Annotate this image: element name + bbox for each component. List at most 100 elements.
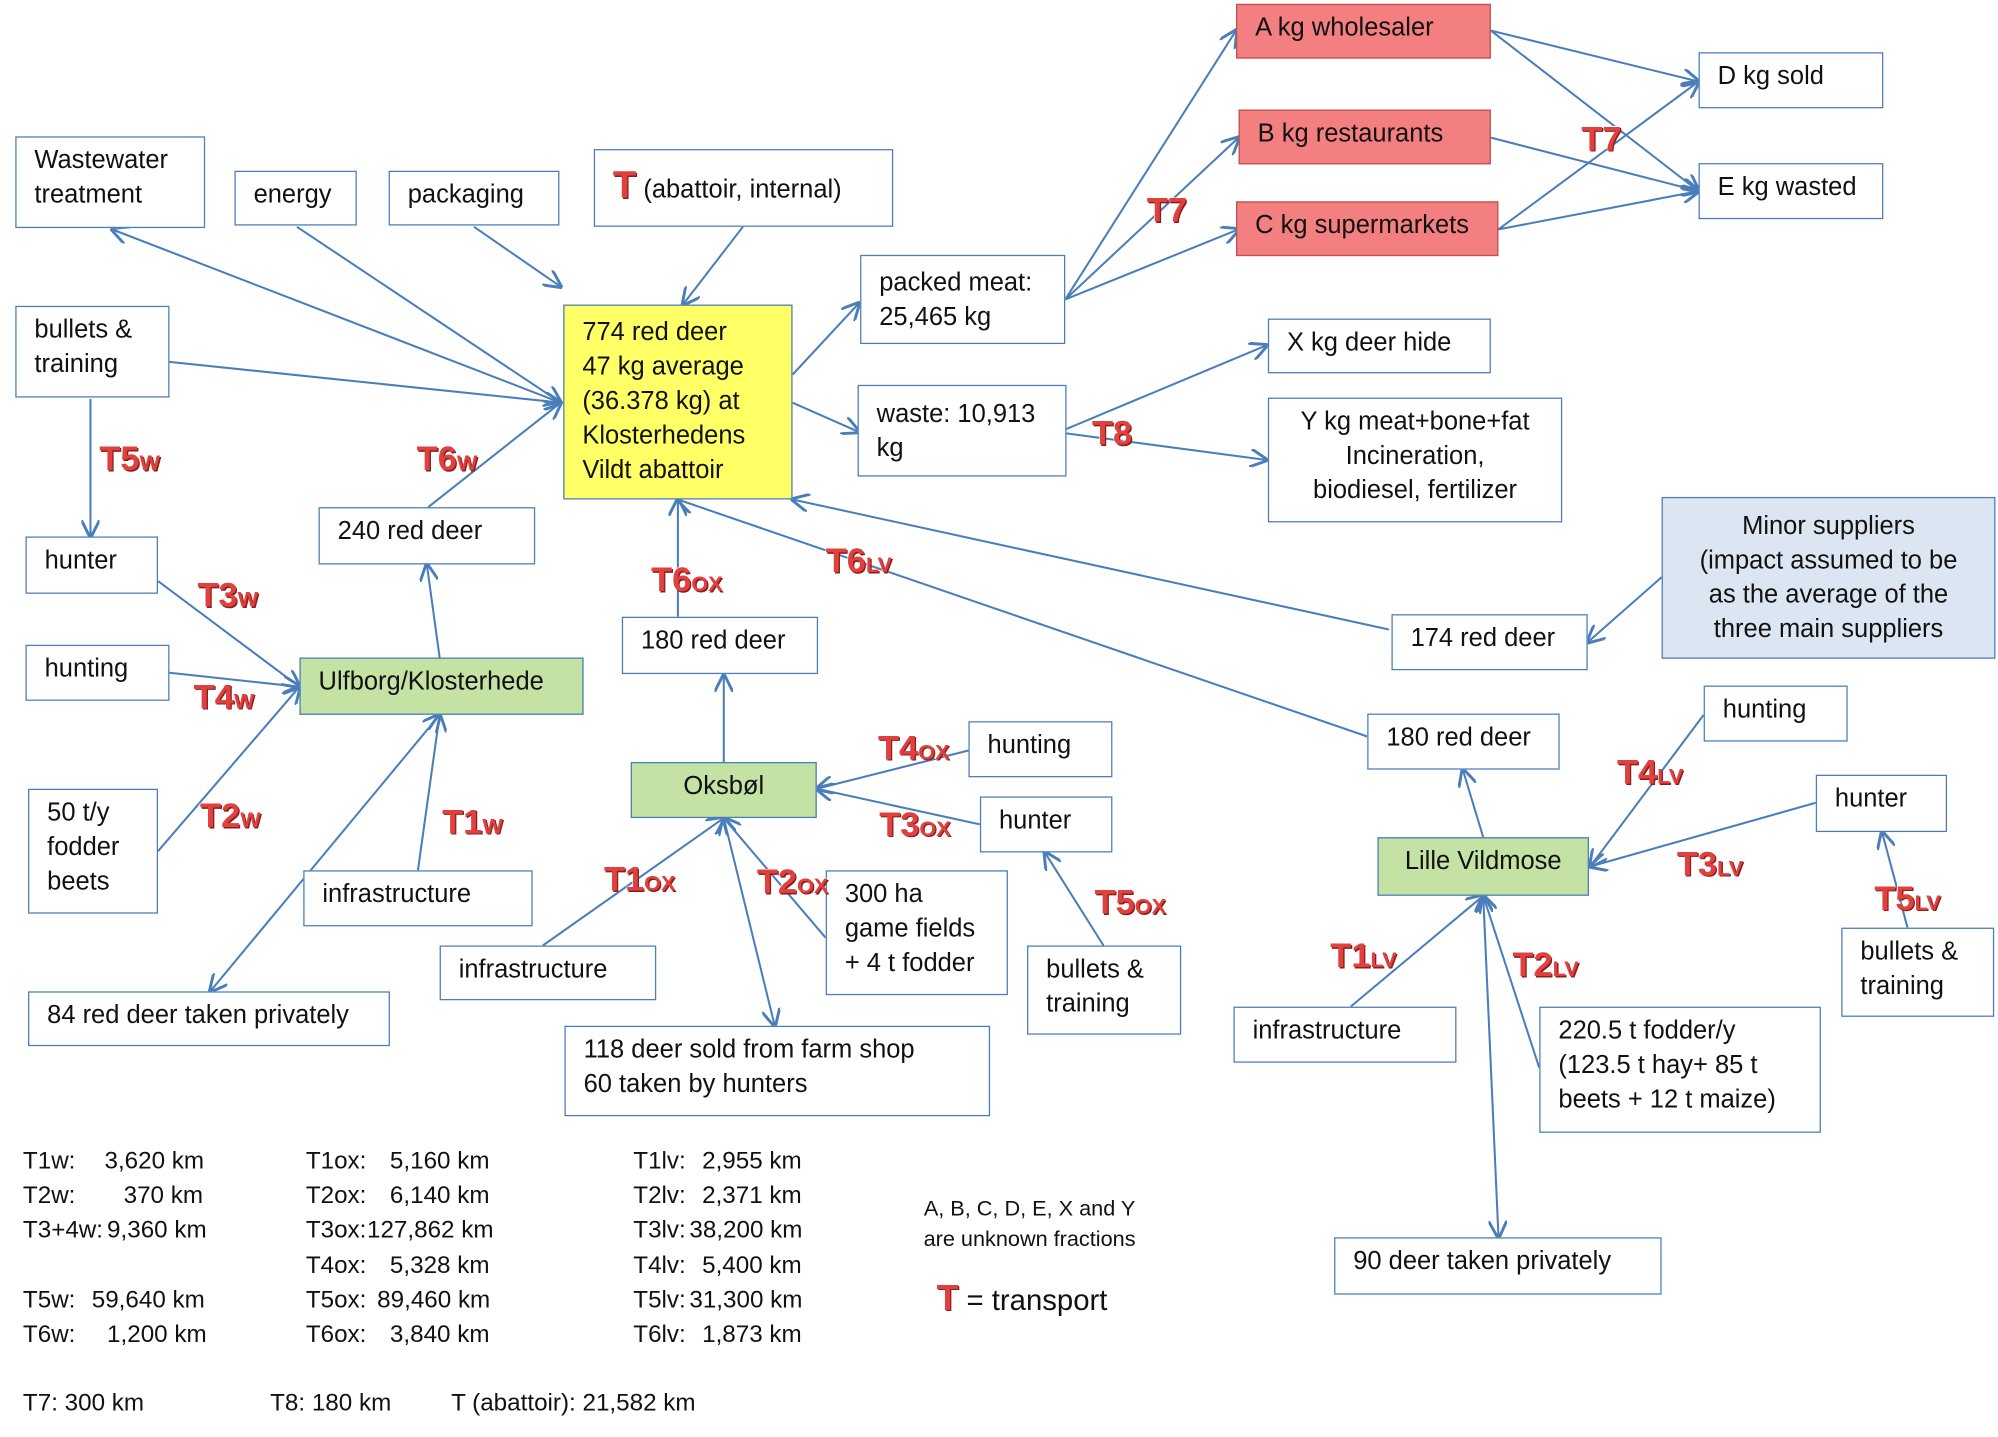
restaurants-box: B kg restaurants xyxy=(1238,109,1491,165)
arrow-packed-to-wholesaler xyxy=(1064,31,1236,300)
transport-label-t2lv: T2LV xyxy=(1512,945,1579,984)
transport-label-t4lv: T4LV xyxy=(1617,753,1684,792)
arrow-ulfborg-to-240 xyxy=(427,564,441,658)
distance-t7: T7: 300 km xyxy=(22,1390,145,1417)
arrow-ulfborg-to-private84 xyxy=(210,715,439,992)
unknown-fractions-note: A, B, C, D, E, X and Y are unknown fract… xyxy=(923,1196,1136,1252)
transport-label-t6ox: T6OX xyxy=(651,560,723,599)
arrow-supermarkets-to-sold xyxy=(1497,82,1699,231)
transport-label-t1w: T1W xyxy=(442,802,503,841)
distance-t6lv: T6lv:1,873 km xyxy=(633,1321,802,1349)
distance-t2lv: T2lv:2,371 km xyxy=(633,1182,802,1210)
transport-label-t1lv: T1LV xyxy=(1330,936,1397,975)
distance-t34w: T3+4w:9,360 km xyxy=(22,1216,207,1244)
distance-t6w: T6w:1,200 km xyxy=(22,1321,207,1349)
hunter-lv-box: hunter xyxy=(1815,774,1948,833)
transport-legend: T = transport xyxy=(937,1278,1108,1319)
deer-180-lv-box: 180 red deer xyxy=(1367,713,1560,770)
meat-bone-fat-box: Y kg meat+bone+fat Incineration, biodies… xyxy=(1267,397,1563,523)
arrow-hunter-to-ulfborg xyxy=(157,580,299,687)
distance-t6ox: T6ox:3,840 km xyxy=(305,1321,490,1349)
arrow-oksbol-to-farmshop xyxy=(724,818,775,1026)
arrow-packed-to-supermarkets xyxy=(1064,229,1238,301)
bullets-training-w-box: bullets & training xyxy=(15,305,170,398)
arrow-wholesaler-to-wasted xyxy=(1490,29,1699,192)
distance-t1lv: T1lv:2,955 km xyxy=(633,1148,802,1175)
transport-legend-symbol: T xyxy=(936,1278,959,1318)
arrow-waste-to-hide xyxy=(1064,345,1266,431)
transport-label-t2ox: T2OX xyxy=(756,862,829,901)
bullets-training-ox-box: bullets & training xyxy=(1027,945,1182,1035)
arrow-bullets-to-hunter-ox xyxy=(1045,852,1105,947)
sold-box: D kg sold xyxy=(1698,52,1884,109)
arrow-hunting-to-lille xyxy=(1590,714,1705,867)
fodder-beets-w-box: 50 t/y fodder beets xyxy=(28,788,159,914)
transport-t-symbol: T xyxy=(612,164,637,207)
distance-t4lv: T4lv:5,400 km xyxy=(633,1252,802,1280)
arrow-energy-to-abattoir xyxy=(296,225,561,403)
ulfborg-klosterhede-box: Ulfborg/Klosterhede xyxy=(299,657,584,715)
wasted-box: E kg wasted xyxy=(1698,163,1884,220)
transport-label-t4ox: T4OX xyxy=(877,728,950,768)
arrow-packed-to-restaurants xyxy=(1064,138,1238,301)
arrow-packaging-to-abattoir xyxy=(473,225,561,287)
waste-box: waste: 10,913 kg xyxy=(857,384,1067,477)
private-90-box: 90 deer taken privately xyxy=(1334,1237,1662,1295)
farm-shop-box: 118 deer sold from farm shop 60 taken by… xyxy=(564,1025,991,1117)
distance-t5w: T5w:59,640 km xyxy=(22,1286,205,1314)
arrow-abattoir-to-waste xyxy=(792,401,859,432)
abattoir-box: 774 red deer 47 kg average (36.378 kg) a… xyxy=(563,304,793,500)
transport-label-t4w: T4W xyxy=(193,677,255,717)
deer-hide-box: X kg deer hide xyxy=(1267,318,1491,374)
arrow-bullets-to-hunter-lv xyxy=(1882,832,1909,928)
arrow-hunting-to-ulfborg xyxy=(169,671,299,687)
transport-label-t7a: T7 xyxy=(1146,191,1187,230)
distance-t1ox: T1ox:5,160 km xyxy=(305,1148,490,1175)
transport-label-t6w: T6W xyxy=(416,439,478,478)
wholesaler-box: A kg wholesaler xyxy=(1236,3,1491,59)
hunting-lv-box: hunting xyxy=(1703,685,1848,742)
arrow-wholesaler-to-sold xyxy=(1490,29,1699,82)
hunting-ox-box: hunting xyxy=(968,721,1113,778)
arrow-infra-to-lille xyxy=(1350,896,1484,1008)
transport-label-t1ox: T1OX xyxy=(603,860,676,899)
arrow-lille-to-180lv xyxy=(1463,770,1485,838)
arrow-240-to-abattoir xyxy=(427,403,561,508)
infrastructure-w-box: infrastructure xyxy=(303,870,533,927)
private-84-box: 84 red deer taken privately xyxy=(28,991,390,1047)
infrastructure-ox-box: infrastructure xyxy=(439,945,657,1001)
supermarkets-box: C kg supermarkets xyxy=(1236,201,1499,257)
packed-meat-box: packed meat: 25,465 kg xyxy=(860,254,1066,345)
bullets-training-lv-box: bullets & training xyxy=(1841,927,1995,1017)
infrastructure-lv-box: infrastructure xyxy=(1233,1006,1457,1063)
arrow-restaurants-to-wasted xyxy=(1490,136,1699,192)
minor-suppliers-box: Minor suppliers (impact assumed to be as… xyxy=(1661,496,1996,659)
transport-label-t5lv: T5LV xyxy=(1874,879,1941,918)
transport-label-t3lv: T3LV xyxy=(1676,844,1744,884)
distance-t-abattoir: T (abattoir): 21,582 km xyxy=(451,1390,696,1417)
transport-legend-text: = transport xyxy=(958,1283,1108,1317)
transport-label-t8: T8 xyxy=(1092,414,1133,453)
hunting-w-box: hunting xyxy=(25,644,170,701)
distance-t3ox: T3ox:127,862 km xyxy=(305,1216,494,1244)
arrow-abattoir-to-packed xyxy=(791,303,859,376)
abattoir-internal-label: (abattoir, internal) xyxy=(643,175,842,204)
lille-vildmose-box: Lille Vildmose xyxy=(1377,837,1589,896)
distance-t5lv: T5lv:31,300 km xyxy=(633,1286,803,1314)
abattoir-internal-box: T (abattoir, internal) xyxy=(593,149,894,227)
distance-t2w: T2w:370 km xyxy=(22,1182,204,1210)
arrow-abattoir-to-wastewater xyxy=(112,229,562,404)
oksbol-box: Oksbøl xyxy=(630,761,817,819)
arrow-180lv-to-abattoir xyxy=(678,500,1368,738)
arrow-bullets-to-abattoir xyxy=(169,360,560,403)
transport-label-t5ox: T5OX xyxy=(1094,883,1167,922)
arrow-infra-to-oksbol xyxy=(542,818,724,947)
distance-t8: T8: 180 km xyxy=(270,1390,392,1417)
distance-t4ox: T4ox:5,328 km xyxy=(305,1252,490,1280)
distance-t3lv: T3lv:38,200 km xyxy=(633,1216,803,1244)
distance-t5ox: T5ox:89,460 km xyxy=(305,1286,491,1314)
wastewater-treatment-box: Wastewater treatment xyxy=(15,136,206,229)
energy-box: energy xyxy=(234,170,357,226)
transport-label-t6lv: T6LV xyxy=(825,541,892,580)
